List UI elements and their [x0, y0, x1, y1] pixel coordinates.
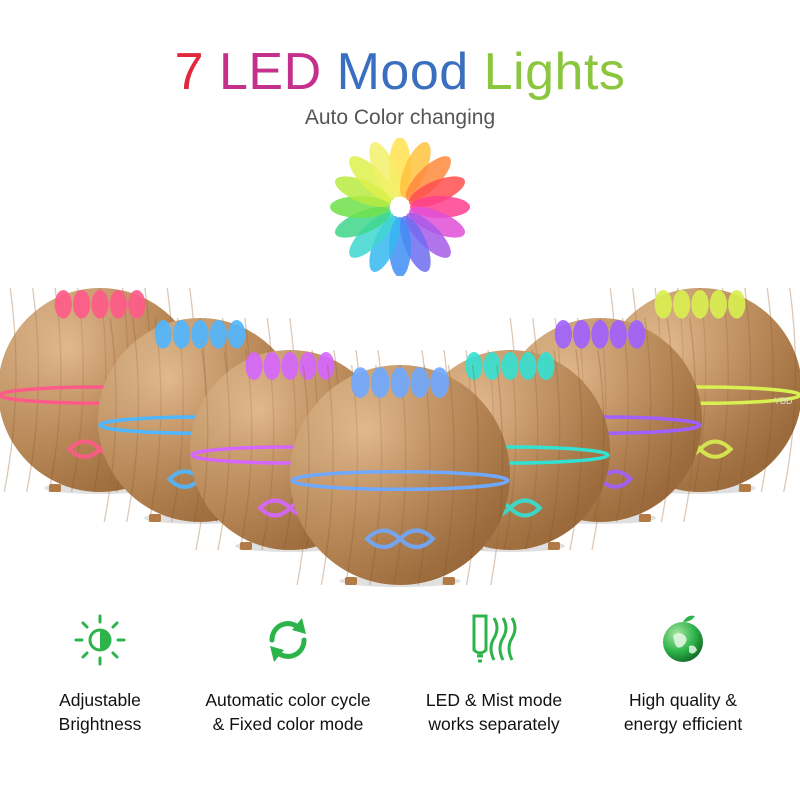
flower-petal [349, 156, 395, 202]
page-subtitle: Auto Color changing [304, 106, 496, 129]
feature-line-1: LED & Mist mode [425, 690, 563, 710]
bulb-mist-icon [472, 614, 517, 663]
feature-line-2: energy efficient [623, 714, 743, 734]
feature-line-1: Automatic color cycle [205, 690, 371, 710]
brightness-icon [74, 614, 126, 666]
title-part-led: LED [218, 43, 337, 101]
flower-petal [369, 215, 401, 272]
title-part-mood: Mood [336, 43, 484, 101]
flower-petal [408, 206, 465, 238]
feature-line-2: Brightness [58, 714, 142, 734]
flower-center [391, 198, 409, 216]
feature-adjustable-brightness: Adjustable Brightness [0, 610, 200, 736]
flower-petal [405, 156, 451, 202]
flower-petal [405, 212, 451, 258]
feature-label: Adjustable Brightness [0, 688, 200, 736]
color-wheel-flower-icon [330, 138, 470, 276]
feature-label: LED & Mist mode works separately [394, 688, 594, 736]
flower-petal [399, 142, 431, 199]
feature-line-1: High quality & [629, 690, 737, 710]
feature-color-cycle: Automatic color cycle & Fixed color mode [188, 610, 388, 736]
flower-petal [335, 176, 392, 208]
feature-label: High quality & energy efficient [583, 688, 783, 736]
green-globe-icon [663, 615, 703, 662]
feature-line-2: works separately [428, 714, 560, 734]
feature-label: Automatic color cycle & Fixed color mode [188, 688, 388, 736]
title-part-lights: Lights [483, 43, 626, 101]
title-part-number: 7 [174, 43, 219, 101]
feature-quality-efficient: High quality & energy efficient [583, 610, 783, 736]
flower-petal [369, 142, 401, 199]
diffuser-product-image [0, 287, 800, 587]
watermark: YBD [774, 396, 793, 406]
feature-line-2: & Fixed color mode [212, 714, 364, 734]
feature-led-mist-mode: LED & Mist mode works separately [394, 610, 594, 736]
feature-line-1: Adjustable [59, 690, 141, 710]
flower-petal [349, 212, 395, 258]
color-cycle-arrows-icon [269, 618, 307, 662]
diffuser-unit [290, 364, 510, 587]
page-title: 7 LED Mood Lights [0, 42, 800, 102]
